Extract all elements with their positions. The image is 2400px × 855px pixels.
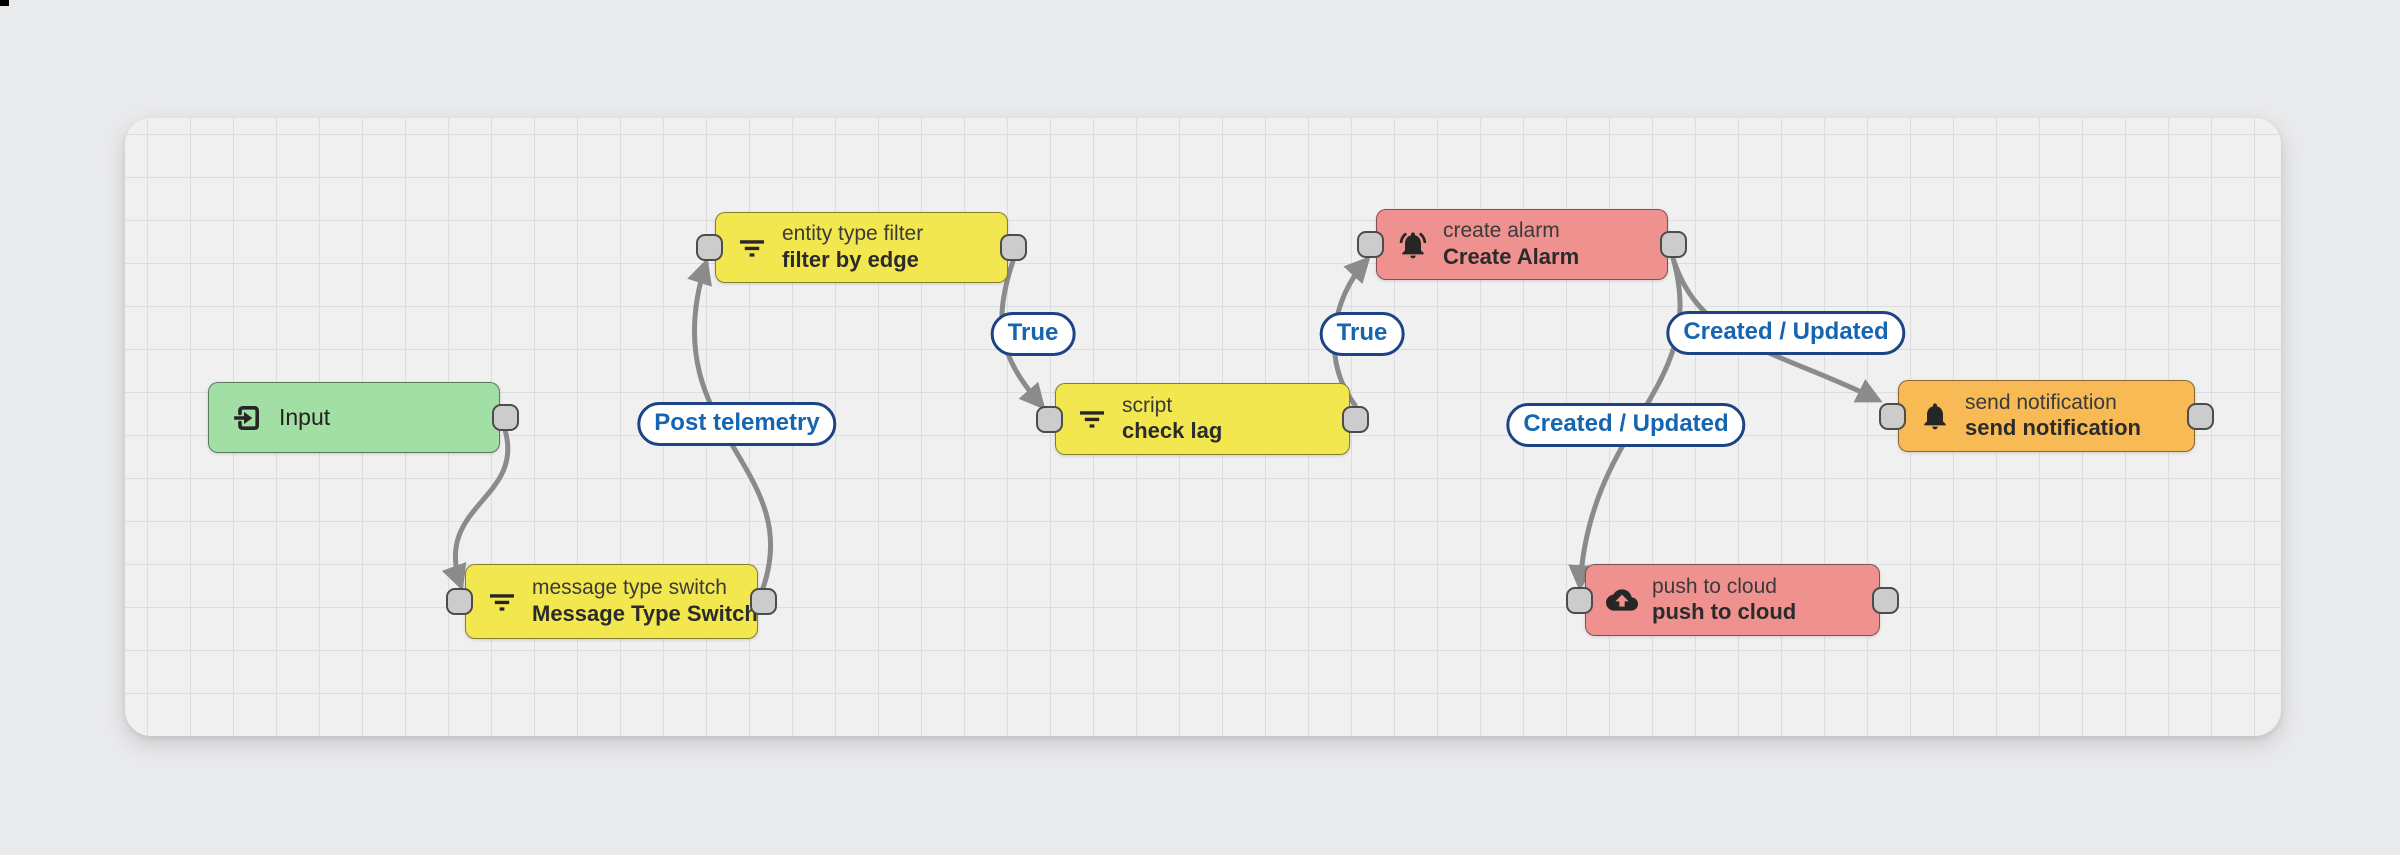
edge-label-true[interactable]: True (1319, 312, 1405, 356)
node-text: Input (279, 403, 330, 431)
node-title: filter by edge (782, 246, 919, 272)
node-type-label: message type switch (532, 576, 727, 600)
node-title: Message Type Switch (532, 600, 758, 626)
node-type-label: entity type filter (782, 222, 924, 246)
node-type-label: script (1122, 393, 1173, 417)
send-notification-right-connector[interactable] (2187, 402, 2214, 430)
message-type-switch-right-connector[interactable] (750, 588, 777, 615)
script-left-connector[interactable] (1036, 405, 1063, 433)
node-type-label: create alarm (1443, 219, 1560, 243)
filter-list-icon (1076, 403, 1108, 435)
cloud-upload-icon (1606, 584, 1638, 616)
filter-list-icon (486, 586, 518, 618)
create-alarm-left-connector[interactable] (1357, 231, 1384, 258)
node-input[interactable]: Input (208, 382, 519, 453)
input-right-connector[interactable] (492, 404, 519, 431)
message-type-switch-left-connector[interactable] (446, 588, 473, 615)
input-icon (229, 400, 265, 436)
filter-list-icon (736, 232, 768, 264)
edge-label-created-updated[interactable]: Created / Updated (1506, 403, 1746, 447)
create-alarm-right-connector[interactable] (1660, 231, 1687, 258)
script-right-connector[interactable] (1342, 405, 1369, 433)
edge-label-true[interactable]: True (990, 312, 1076, 356)
push-to-cloud-right-connector[interactable] (1872, 586, 1899, 614)
bell-icon (1919, 400, 1951, 432)
node-type-label: push to cloud (1652, 574, 1777, 598)
node-title: send notification (1965, 415, 2141, 441)
node-title: push to cloud (1652, 599, 1797, 625)
node-title: Create Alarm (1443, 243, 1580, 269)
bell-ring-icon (1397, 229, 1429, 261)
node-title: Input (279, 404, 331, 431)
screen-artifact (0, 0, 9, 6)
node-type-label: send notification (1965, 390, 2117, 414)
send-notification-left-connector[interactable] (1879, 402, 1906, 430)
edge-input-to-message-type-switch[interactable] (441, 427, 511, 591)
node-title: check lag (1122, 418, 1223, 444)
edge-label-post-telemetry[interactable]: Post telemetry (637, 402, 837, 446)
entity-type-filter-left-connector[interactable] (696, 234, 723, 261)
entity-type-filter-right-connector[interactable] (1000, 234, 1027, 261)
edge-label-created-updated[interactable]: Created / Updated (1666, 311, 1906, 355)
push-to-cloud-left-connector[interactable] (1566, 586, 1593, 614)
